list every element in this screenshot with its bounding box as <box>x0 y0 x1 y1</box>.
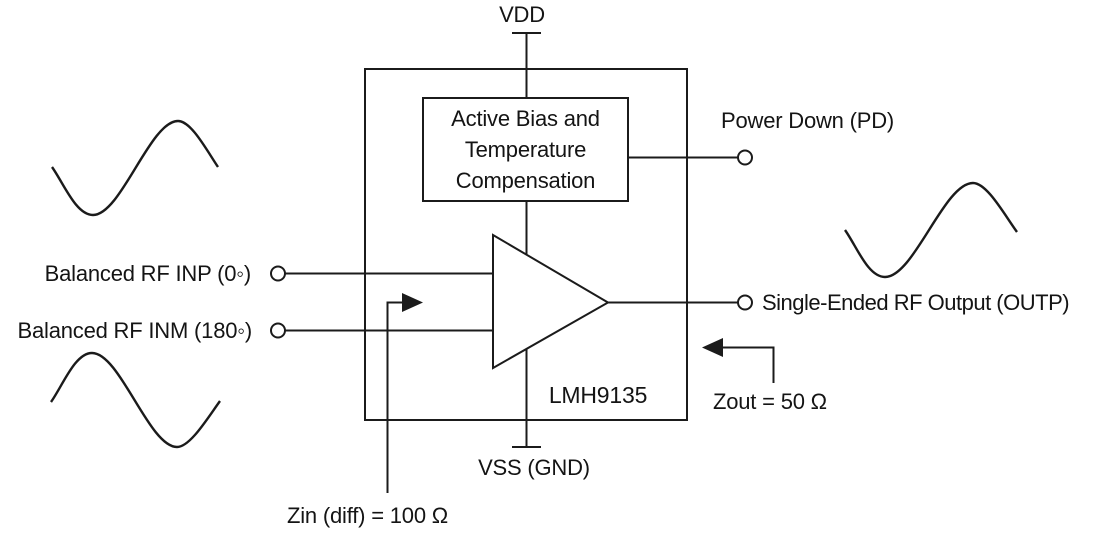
vss-label: VSS (GND) <box>478 455 590 480</box>
inp-terminal <box>270 265 286 282</box>
inm-label: Balanced RF INM (180◦) <box>17 318 253 343</box>
zout-arrow-icon <box>702 338 723 357</box>
inp-label: Balanced RF INP (0◦) <box>44 261 252 286</box>
outp-label: Single-Ended RF Output (OUTP) <box>762 290 1070 315</box>
vdd-stub-line <box>512 32 541 98</box>
active-bias-label: Active Bias and Temperature Compensation <box>451 106 600 193</box>
vdd-label: VDD <box>499 2 545 27</box>
active-bias-box <box>422 97 629 202</box>
zin-label: Zin (diff) = 100 Ω <box>287 503 449 528</box>
outp-terminal <box>737 294 753 311</box>
vss-ground-line <box>512 348 541 448</box>
inm-terminal <box>270 322 286 339</box>
power-down-label: Power Down (PD) <box>721 108 895 133</box>
sine-wave-inm-icon <box>50 351 221 449</box>
sine-wave-output-icon <box>844 181 1018 279</box>
zin-arrow-icon <box>402 293 423 312</box>
zout-pointer-line <box>721 346 775 383</box>
pd-terminal <box>737 149 753 166</box>
sine-wave-inp-icon <box>51 119 219 217</box>
zout-label: Zout = 50 Ω <box>713 389 827 414</box>
amplifier-triangle <box>492 233 610 370</box>
active-bias-block: Active Bias and Temperature Compensation <box>423 98 628 201</box>
device-label: LMH9135 <box>548 382 648 408</box>
zin-pointer-line <box>386 301 403 493</box>
